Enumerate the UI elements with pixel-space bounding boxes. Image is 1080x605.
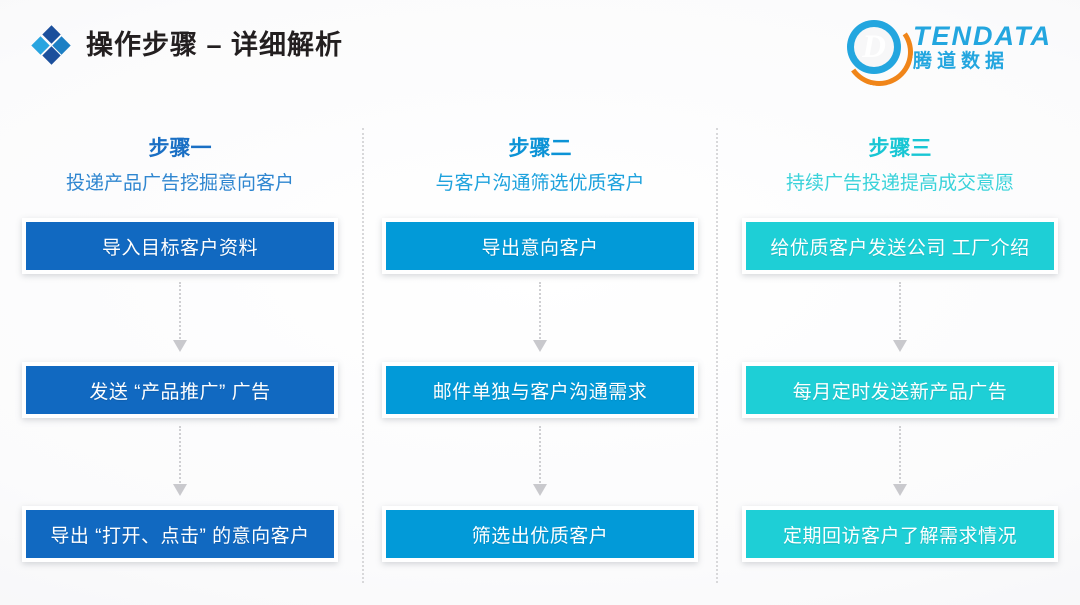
logo-wordmark: TENDATA 腾道数据 <box>913 21 1052 72</box>
step-box-2-3[interactable]: 筛选出优质客户 <box>382 506 698 562</box>
step-box-2-1[interactable]: 导出意向客户 <box>382 218 698 274</box>
step-column-1: 步骤一 投递产品广告挖掘意向客户 导入目标客户资料 发送 “产品推广” 广告 导… <box>0 112 360 582</box>
arrow-head-icon <box>893 484 907 496</box>
arrow-head-icon <box>533 484 547 496</box>
logo-letter: D <box>862 28 886 65</box>
page-title: 操作步骤 – 详细解析 <box>86 29 344 60</box>
step-subtitle-1: 投递产品广告挖掘意向客户 <box>65 173 294 194</box>
arrow-head-icon <box>893 340 907 352</box>
step-box-2-2[interactable]: 邮件单独与客户沟通需求 <box>382 362 698 418</box>
step-box-1-2[interactable]: 发送 “产品推广” 广告 <box>22 362 338 418</box>
step-column-3: 步骤三 持续广告投递提高成交意愿 给优质客户发送公司 工厂介绍 每月定时发送新产… <box>720 112 1080 582</box>
title-group: 操作步骤 – 详细解析 <box>31 25 344 65</box>
slide-header: 操作步骤 – 详细解析 D TENDATA 腾道数据 <box>0 0 1080 100</box>
logo-name-cn: 腾道数据 <box>913 51 1010 72</box>
step-box-1-1[interactable]: 导入目标客户资料 <box>22 218 338 274</box>
arrow-connector-3-2 <box>893 418 907 506</box>
step-column-2: 步骤二 与客户沟通筛选优质客户 导出意向客户 邮件单独与客户沟通需求 筛选出优质… <box>360 112 720 582</box>
step-box-3-2[interactable]: 每月定时发送新产品广告 <box>742 362 1058 418</box>
arrow-connector-2-1 <box>533 274 547 362</box>
column-divider-2 <box>716 128 718 583</box>
step-box-3-1[interactable]: 给优质客户发送公司 工厂介绍 <box>742 218 1058 274</box>
column-divider-1 <box>362 128 364 583</box>
step-title-3: 步骤三 <box>868 137 932 160</box>
steps-columns: 步骤一 投递产品广告挖掘意向客户 导入目标客户资料 发送 “产品推广” 广告 导… <box>0 112 1080 583</box>
logo-name-en: TENDATA <box>913 21 1052 51</box>
step-box-list-2: 导出意向客户 邮件单独与客户沟通需求 筛选出优质客户 <box>382 218 698 562</box>
step-subtitle-3: 持续广告投递提高成交意愿 <box>785 173 1014 194</box>
arrow-connector-2-2 <box>533 418 547 506</box>
arrow-head-icon <box>533 340 547 352</box>
arrow-connector-1-1 <box>173 274 187 362</box>
step-title-2: 步骤二 <box>508 137 572 160</box>
arrow-connector-1-2 <box>173 418 187 506</box>
arrow-head-icon <box>173 340 187 352</box>
step-title-1: 步骤一 <box>148 137 212 160</box>
step-box-list-1: 导入目标客户资料 发送 “产品推广” 广告 导出 “打开、点击” 的意向客户 <box>22 218 338 562</box>
arrow-connector-3-1 <box>893 274 907 362</box>
step-box-list-3: 给优质客户发送公司 工厂介绍 每月定时发送新产品广告 定期回访客户了解需求情况 <box>742 218 1058 562</box>
step-subtitle-2: 与客户沟通筛选优质客户 <box>435 173 645 194</box>
tendata-logo: D TENDATA 腾道数据 <box>839 12 1052 92</box>
diamond-cluster-icon <box>31 25 71 65</box>
step-box-3-3[interactable]: 定期回访客户了解需求情况 <box>742 506 1058 562</box>
logo-mark-icon: D <box>839 12 919 92</box>
arrow-head-icon <box>173 484 187 496</box>
step-box-1-3[interactable]: 导出 “打开、点击” 的意向客户 <box>22 506 338 562</box>
